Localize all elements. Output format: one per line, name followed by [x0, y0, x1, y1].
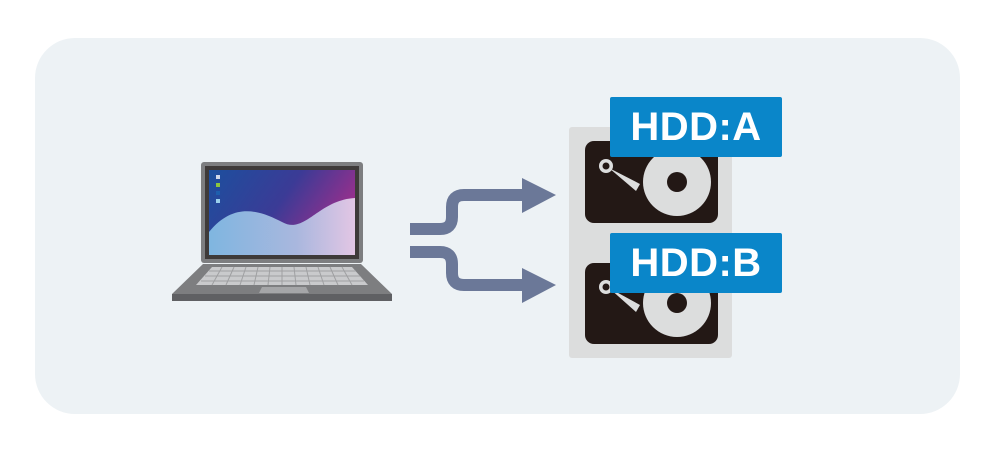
arrow-to-hdd-b — [410, 246, 525, 291]
arrow-head-a — [522, 178, 556, 213]
background-panel — [35, 38, 960, 414]
arrow-head-b — [522, 268, 556, 303]
hard-drive-icon — [585, 141, 718, 223]
laptop-icon — [172, 162, 392, 301]
hdd-a-label: HDD:A — [610, 97, 782, 157]
hdd-b-label: HDD:B — [610, 233, 782, 293]
arrow-icon — [410, 189, 525, 291]
arrow-to-hdd-a — [410, 189, 525, 235]
